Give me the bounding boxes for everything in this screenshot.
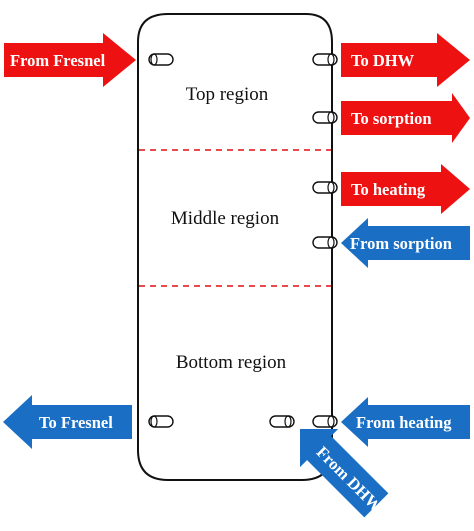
storage-tank [137,13,333,481]
arrow-from-dhw-shape [300,429,389,518]
pipe-port-fresnel-in [148,53,174,66]
pipe-port-sorption-in [312,236,338,249]
arrow-to-dhw-shape [341,33,470,87]
top-region-label: Top region [186,84,269,105]
middle-region-label: Middle region [171,208,280,229]
pipe-port-dhw-out [312,53,338,66]
arrow-to-heating-label: To heating [351,180,426,199]
pipe-port-fresnel-out [148,415,174,428]
arrow-to-dhw: To DHW [341,33,470,87]
pipe-port-heating-in [312,415,338,428]
arrow-from-dhw-label: From DHW [313,442,387,516]
arrow-to-fresnel-label: To Fresnel [39,413,113,432]
arrow-from-sorption-label: From sorption [350,234,452,253]
arrow-from-fresnel-label: From Fresnel [10,51,106,70]
arrow-to-heating-shape [341,164,470,214]
pipe-port-sorption-out [312,111,338,124]
arrow-from-sorption: From sorption [341,218,470,268]
pipe-port-heating-out [312,181,338,194]
arrow-from-fresnel: From Fresnel [4,33,136,87]
arrow-to-sorption-shape [341,93,470,143]
arrow-from-heating-shape [341,397,470,447]
arrow-from-sorption-shape [341,218,470,268]
arrow-from-heating: From heating [341,397,470,447]
arrow-to-fresnel: To Fresnel [3,395,132,449]
arrow-to-dhw-label: To DHW [351,51,415,70]
arrow-to-heating: To heating [341,164,470,214]
arrow-from-heating-label: From heating [356,413,452,432]
arrow-to-sorption-label: To sorption [351,109,432,128]
bottom-region-label: Bottom region [176,352,287,373]
arrow-to-fresnel-shape [3,395,132,449]
arrow-to-sorption: To sorption [341,93,470,143]
arrow-from-fresnel-shape [4,33,136,87]
pipe-port-dhw-in [269,415,295,428]
